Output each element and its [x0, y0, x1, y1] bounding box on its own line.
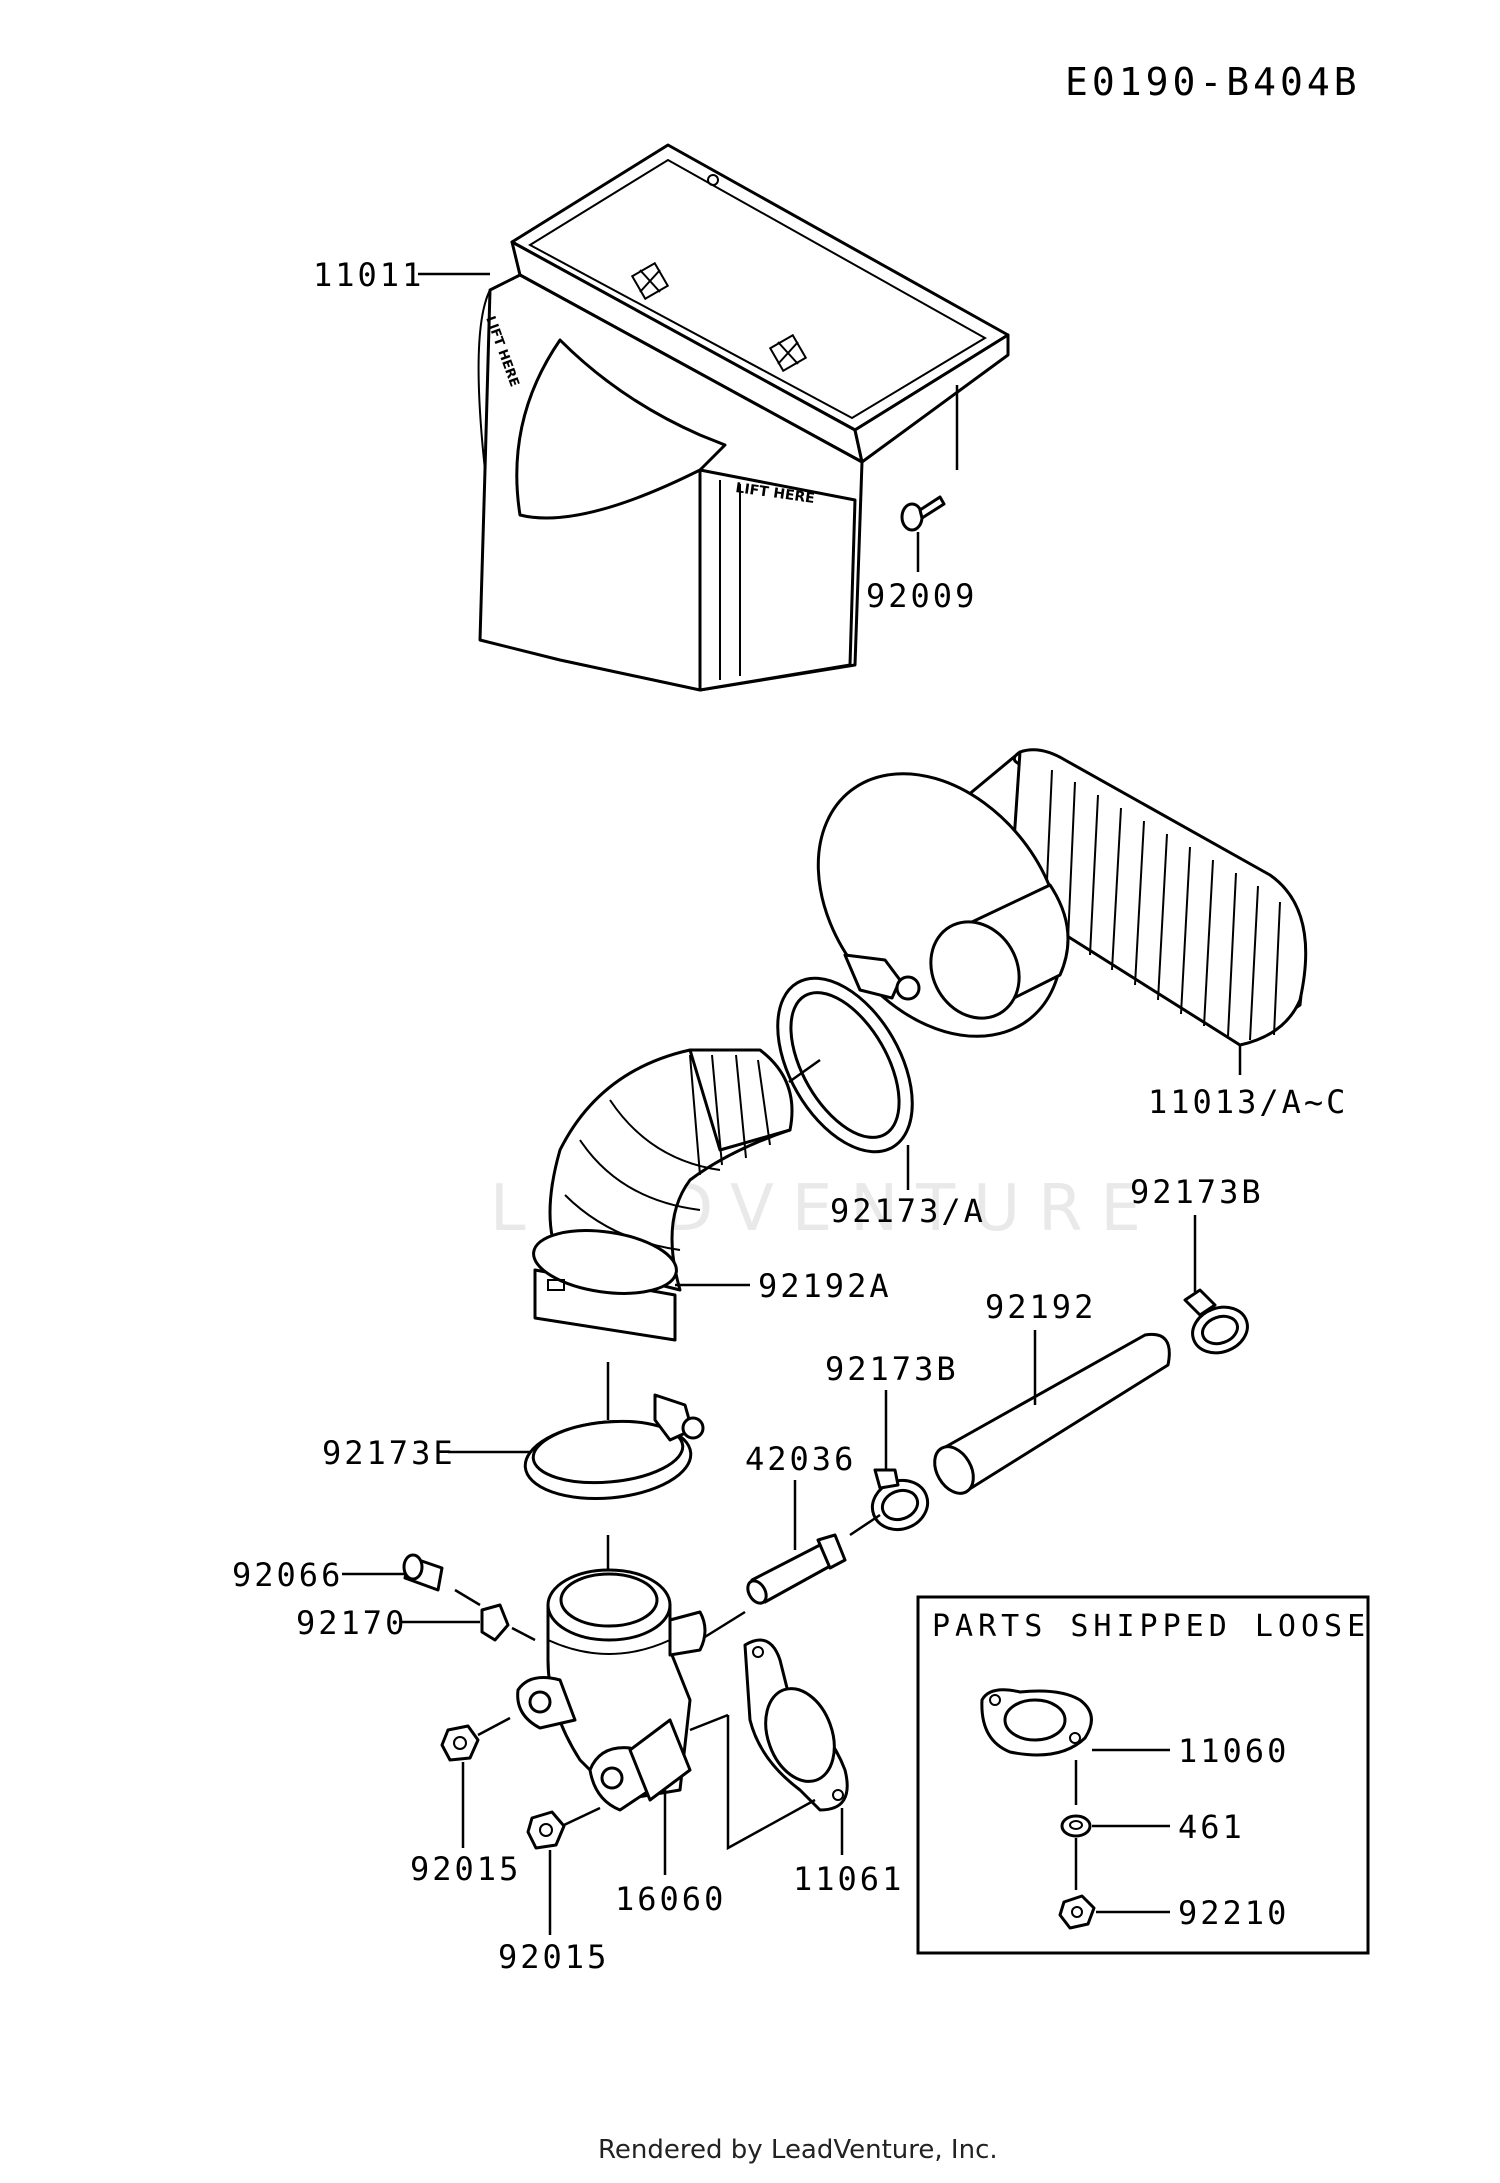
callout-11013[interactable]: 11013/A~C — [1148, 1083, 1348, 1121]
item-11060[interactable]: 11060 — [1178, 1732, 1289, 1770]
axis-42036 — [699, 1610, 746, 1642]
callout-92173a[interactable]: 92173/A — [830, 1192, 986, 1230]
callout-92170[interactable]: 92170 — [296, 1604, 407, 1642]
hose-clamp-92173a-part[interactable] — [750, 953, 940, 1175]
axis-92066 — [454, 1588, 481, 1607]
callout-92192[interactable]: 92192 — [985, 1288, 1096, 1326]
intake-elbow-16060-part[interactable] — [516, 1568, 707, 1812]
callout-16060[interactable]: 16060 — [615, 1880, 726, 1918]
callout-11061[interactable]: 11061 — [793, 1860, 904, 1898]
callout-11011[interactable]: 11011 — [313, 256, 424, 294]
callout-42036[interactable]: 42036 — [745, 1440, 856, 1478]
diagram-code: E0190-B404B — [1065, 60, 1361, 104]
plug-92066-part[interactable] — [402, 1553, 444, 1592]
gasket-11061-part[interactable] — [743, 1638, 849, 1812]
nut-92015-lower-part[interactable] — [526, 1810, 566, 1850]
band-clamp-92173e-part[interactable] — [522, 1393, 705, 1505]
hose-clamp-92173b-top-part[interactable] — [1183, 1288, 1254, 1360]
axis-92170 — [511, 1626, 536, 1642]
callout-92192a[interactable]: 92192A — [758, 1267, 892, 1305]
hose-clamp-92173b-mid-part[interactable] — [865, 1468, 934, 1537]
intake-elbow-hose-part[interactable] — [530, 1048, 794, 1342]
item-461[interactable]: 461 — [1178, 1808, 1245, 1846]
parts-shipped-loose-box: PARTS SHIPPED LOOSE 11060 461 92210 — [916, 1595, 1370, 1955]
nut-92210-part[interactable] — [1058, 1894, 1096, 1930]
leader-92173a-axis — [788, 1058, 821, 1084]
nut-92015-upper-part[interactable] — [440, 1724, 480, 1762]
screw-92009-part[interactable] — [900, 495, 946, 532]
callout-92173e[interactable]: 92173E — [322, 1434, 456, 1472]
axis-92015-lower — [563, 1806, 601, 1827]
callout-92015-lower[interactable]: 92015 — [498, 1938, 609, 1976]
callout-92015-upper[interactable]: 92015 — [410, 1850, 521, 1888]
axis-11061-a — [689, 1713, 729, 1732]
axis-92173b-mid — [849, 1513, 881, 1537]
washer-461-part[interactable] — [1060, 1814, 1092, 1838]
air-cleaner-cover-part[interactable]: LIFT HERE LIFT HERE — [477, 143, 1010, 692]
fitting-42036-part[interactable] — [744, 1533, 847, 1606]
breather-hose-part[interactable] — [927, 1332, 1171, 1500]
footer-credit: Rendered by LeadVenture, Inc. — [598, 2135, 998, 2165]
axis-92015-upper — [477, 1716, 511, 1737]
callout-92173b-top[interactable]: 92173B — [1130, 1173, 1264, 1211]
callout-92009[interactable]: 92009 — [866, 577, 977, 615]
callout-92066[interactable]: 92066 — [232, 1556, 343, 1594]
callout-92173b-mid[interactable]: 92173B — [825, 1350, 959, 1388]
gasket-11060-part[interactable] — [980, 1688, 1093, 1757]
axis-11061-b — [726, 1715, 816, 1851]
parts-box-title: PARTS SHIPPED LOOSE — [932, 1609, 1370, 1644]
clip-92170-part[interactable] — [480, 1603, 510, 1642]
item-92210[interactable]: 92210 — [1178, 1894, 1289, 1932]
